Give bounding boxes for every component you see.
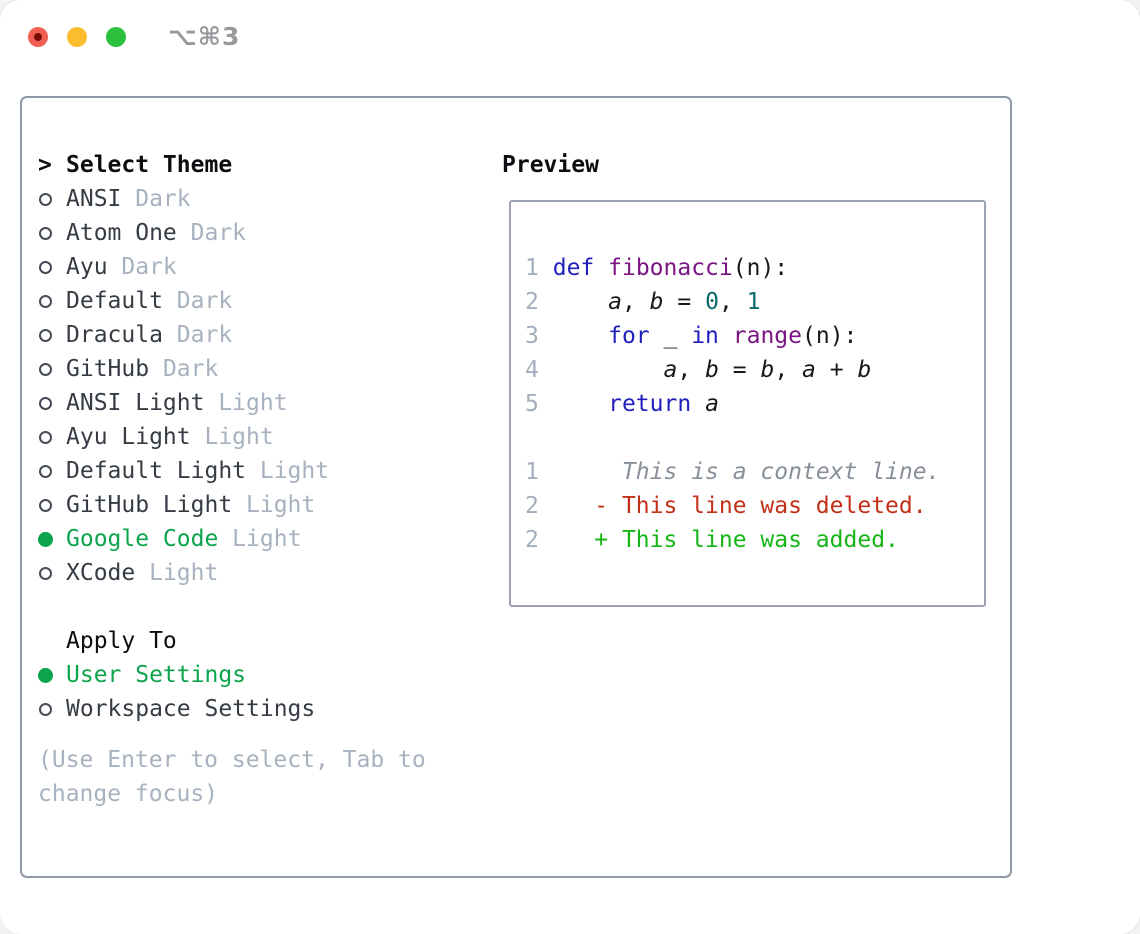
code-preview: 1 def fibonacci(n): 2 a, b = 0, 1 3 for _ … bbox=[525, 251, 940, 557]
theme-option-ayu[interactable]: Ayu Dark bbox=[38, 250, 478, 284]
theme-option-xcode[interactable]: XCode Light bbox=[38, 556, 478, 590]
radio-icon bbox=[39, 396, 52, 410]
radio-icon bbox=[39, 430, 52, 444]
select-theme-header: > Select Theme bbox=[38, 148, 478, 182]
code-line: 2 a, b = 0, 1 bbox=[525, 289, 761, 315]
code-line: 1 def fibonacci(n): bbox=[525, 255, 789, 281]
option-label: Default bbox=[66, 288, 163, 314]
cursor-arrow-icon: > bbox=[38, 152, 52, 178]
radio-icon bbox=[39, 294, 52, 308]
select-theme-label: Select Theme bbox=[66, 152, 233, 178]
variant-label: Dark bbox=[107, 254, 177, 280]
variant-label: Light bbox=[135, 560, 219, 586]
preview-box: 1 def fibonacci(n): 2 a, b = 0, 1 3 for _ … bbox=[509, 200, 986, 607]
title-bar: ⌥⌘3 bbox=[0, 0, 1140, 70]
theme-option-github-light[interactable]: GitHub Light Light bbox=[38, 488, 478, 522]
keyboard-hint: (Use Enter to select, Tab to change focu… bbox=[38, 747, 426, 807]
theme-option-google-code[interactable]: Google Code Light bbox=[38, 522, 478, 556]
option-label: GitHub Light bbox=[66, 492, 233, 518]
variant-label: Light bbox=[232, 492, 316, 518]
diff-line-context: 1 This is a context line. bbox=[525, 459, 941, 485]
option-label: Atom One bbox=[66, 220, 177, 246]
variant-label: Light bbox=[218, 526, 302, 552]
option-label: Google Code bbox=[66, 526, 219, 552]
apply-option-user-settings[interactable]: User Settings bbox=[38, 658, 478, 692]
radio-icon bbox=[39, 226, 52, 240]
blank-line bbox=[525, 421, 940, 455]
theme-option-atom-one[interactable]: Atom One Dark bbox=[38, 216, 478, 250]
option-label: Ayu Light bbox=[66, 424, 191, 450]
theme-option-github[interactable]: GitHub Dark bbox=[38, 352, 478, 386]
option-label: ANSI Light bbox=[66, 390, 205, 416]
variant-label: Dark bbox=[149, 356, 219, 382]
theme-option-default[interactable]: Default Dark bbox=[38, 284, 478, 318]
radio-icon bbox=[39, 566, 52, 580]
variant-label: Light bbox=[204, 390, 288, 416]
code-line: 4 a, b = b, a + b bbox=[525, 357, 872, 383]
theme-option-dracula[interactable]: Dracula Dark bbox=[38, 318, 478, 352]
radio-selected-icon bbox=[38, 531, 53, 547]
zoom-button[interactable] bbox=[106, 27, 126, 47]
code-line: 5 return a bbox=[525, 391, 719, 417]
theme-option-ansi-light[interactable]: ANSI Light Light bbox=[38, 386, 478, 420]
apply-option-workspace-settings[interactable]: Workspace Settings bbox=[38, 692, 478, 726]
variant-label: Dark bbox=[162, 288, 233, 314]
radio-icon bbox=[39, 498, 52, 512]
spacer bbox=[38, 590, 478, 624]
variant-label: Dark bbox=[121, 186, 191, 212]
theme-option-ansi[interactable]: ANSI Dark bbox=[38, 182, 478, 216]
radio-icon bbox=[39, 192, 52, 206]
close-button[interactable] bbox=[28, 27, 48, 47]
diff-line-deleted: 2 - This line was deleted. bbox=[525, 493, 927, 519]
option-label: XCode bbox=[66, 560, 136, 586]
radio-icon bbox=[39, 328, 52, 342]
option-label: Ayu bbox=[66, 254, 108, 280]
diff-line-added: 2 + This line was added. bbox=[525, 527, 899, 553]
option-label: Dracula bbox=[66, 322, 163, 348]
variant-label: Dark bbox=[176, 220, 247, 246]
variant-label: Light bbox=[246, 458, 330, 484]
minimize-button[interactable] bbox=[67, 27, 87, 47]
radio-icon bbox=[39, 464, 52, 478]
option-label: Workspace Settings bbox=[66, 696, 316, 722]
option-label: User Settings bbox=[66, 662, 247, 688]
theme-option-ayu-light[interactable]: Ayu Light Light bbox=[38, 420, 478, 454]
apply-to-label: Apply To bbox=[66, 628, 177, 654]
option-label: Default Light bbox=[66, 458, 247, 484]
radio-icon bbox=[39, 362, 52, 376]
theme-option-default-light[interactable]: Default Light Light bbox=[38, 454, 478, 488]
window-title: ⌥⌘3 bbox=[168, 22, 241, 51]
variant-label: Light bbox=[190, 424, 274, 450]
preview-header: Preview bbox=[502, 152, 599, 178]
variant-label: Dark bbox=[162, 322, 233, 348]
radio-icon bbox=[39, 702, 52, 716]
option-label: ANSI bbox=[66, 186, 122, 212]
code-line: 3 for _ in range(n): bbox=[525, 323, 858, 349]
radio-icon bbox=[39, 260, 52, 274]
radio-selected-icon bbox=[38, 667, 53, 683]
option-label: GitHub bbox=[66, 356, 150, 382]
